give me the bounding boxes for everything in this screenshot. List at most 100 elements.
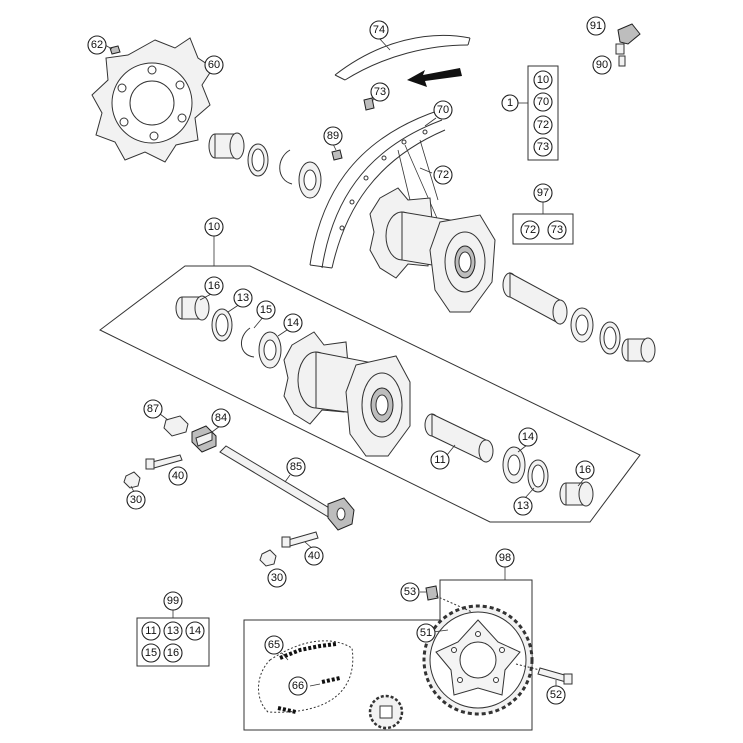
callout-16-right[interactable]: 16 bbox=[575, 460, 595, 480]
callout-14-left[interactable]: 14 bbox=[283, 313, 303, 333]
callout-53[interactable]: 53 bbox=[400, 582, 420, 602]
callout-65[interactable]: 65 bbox=[264, 635, 284, 655]
callout-62[interactable]: 62 bbox=[87, 35, 107, 55]
kit-97-item-73[interactable]: 73 bbox=[547, 220, 567, 240]
svg-text:52: 52 bbox=[550, 689, 562, 701]
callout-13-left[interactable]: 13 bbox=[233, 288, 253, 308]
kit-99-item-14[interactable]: 14 bbox=[185, 621, 205, 641]
hub-exploded bbox=[283, 331, 411, 457]
seal-top-right bbox=[599, 321, 621, 355]
callout-51[interactable]: 51 bbox=[416, 623, 436, 643]
callout-72-spokes[interactable]: 72 bbox=[433, 165, 453, 185]
callout-89[interactable]: 89 bbox=[323, 126, 343, 146]
callout-97[interactable]: 97 bbox=[533, 183, 553, 203]
hub-assembled bbox=[369, 187, 496, 313]
rim bbox=[309, 109, 446, 269]
callout-74[interactable]: 74 bbox=[369, 20, 389, 40]
callout-91[interactable]: 91 bbox=[586, 16, 606, 36]
callout-52[interactable]: 52 bbox=[546, 685, 566, 705]
svg-text:65: 65 bbox=[268, 639, 280, 651]
brake-disc bbox=[91, 37, 214, 163]
sprocket-nut-53 bbox=[425, 585, 473, 613]
kit-99-item-11[interactable]: 11 bbox=[141, 621, 161, 641]
callout-84[interactable]: 84 bbox=[211, 408, 231, 428]
callout-15[interactable]: 15 bbox=[256, 300, 276, 320]
kit-1-item-72[interactable]: 72 bbox=[533, 115, 553, 135]
callout-87[interactable]: 87 bbox=[143, 399, 163, 419]
sprocket-bolt-52 bbox=[515, 663, 573, 685]
svg-text:84: 84 bbox=[215, 412, 227, 424]
kit-99-item-15[interactable]: 15 bbox=[141, 643, 161, 663]
spokes bbox=[397, 139, 441, 226]
svg-text:60: 60 bbox=[208, 59, 220, 71]
circlip bbox=[279, 149, 293, 185]
callout-30-bottom[interactable]: 30 bbox=[267, 568, 287, 588]
hub-kit-frame bbox=[99, 265, 641, 523]
callout-60[interactable]: 60 bbox=[204, 55, 224, 75]
tire-segment bbox=[334, 34, 471, 81]
callout-11[interactable]: 11 bbox=[430, 450, 450, 470]
seal-ring bbox=[247, 143, 269, 177]
callout-16-left[interactable]: 16 bbox=[204, 276, 224, 296]
bushing-16-right bbox=[559, 481, 594, 507]
svg-text:1: 1 bbox=[507, 97, 513, 109]
svg-text:73: 73 bbox=[537, 141, 549, 153]
svg-text:11: 11 bbox=[434, 454, 445, 466]
bearing-top-right bbox=[570, 307, 594, 343]
adjuster-screw-40b bbox=[281, 531, 319, 548]
callout-70[interactable]: 70 bbox=[433, 100, 453, 120]
callout-10[interactable]: 10 bbox=[204, 217, 224, 237]
kit-99-item-13[interactable]: 13 bbox=[163, 621, 183, 641]
svg-text:90: 90 bbox=[596, 59, 608, 71]
callout-1[interactable]: 1 bbox=[501, 94, 519, 112]
rotation-arrow-icon bbox=[407, 68, 462, 87]
callout-40-bottom[interactable]: 40 bbox=[304, 546, 324, 566]
svg-text:16: 16 bbox=[579, 464, 591, 476]
callout-30-top[interactable]: 30 bbox=[126, 490, 146, 510]
callout-40-top[interactable]: 40 bbox=[168, 466, 188, 486]
wheel-bearing bbox=[298, 161, 322, 199]
callout-66[interactable]: 66 bbox=[288, 676, 308, 696]
callout-98[interactable]: 98 bbox=[495, 548, 515, 568]
axle-85 bbox=[219, 445, 355, 531]
svg-text:51: 51 bbox=[420, 627, 432, 639]
svg-text:13: 13 bbox=[167, 625, 179, 637]
callout-99[interactable]: 99 bbox=[163, 591, 183, 611]
svg-text:13: 13 bbox=[517, 500, 529, 512]
svg-text:40: 40 bbox=[172, 470, 184, 482]
spacer-bushing bbox=[208, 132, 245, 160]
svg-text:72: 72 bbox=[437, 169, 449, 181]
svg-text:87: 87 bbox=[147, 403, 159, 415]
bearing-14-left bbox=[258, 331, 282, 369]
kit-97-item-72[interactable]: 72 bbox=[520, 220, 540, 240]
svg-text:62: 62 bbox=[91, 39, 103, 51]
spacer-tube-11 bbox=[424, 413, 494, 463]
chain-adjuster-84 bbox=[191, 425, 217, 453]
svg-text:14: 14 bbox=[189, 625, 201, 637]
svg-text:15: 15 bbox=[145, 647, 157, 659]
bushing-top-right bbox=[621, 337, 656, 363]
adjuster-screw-40a bbox=[145, 454, 183, 470]
kit-1-item-70[interactable]: 70 bbox=[533, 92, 553, 112]
svg-text:30: 30 bbox=[271, 572, 283, 584]
callout-85[interactable]: 85 bbox=[286, 457, 306, 477]
kit-99-item-16[interactable]: 16 bbox=[163, 643, 183, 663]
callout-13-right[interactable]: 13 bbox=[513, 496, 533, 516]
svg-text:73: 73 bbox=[551, 224, 563, 236]
circlip-15 bbox=[241, 327, 255, 358]
seal-13-left bbox=[211, 308, 233, 342]
callout-14-right[interactable]: 14 bbox=[518, 427, 538, 447]
nut-30b bbox=[259, 549, 277, 567]
svg-text:53: 53 bbox=[404, 586, 416, 598]
callout-90[interactable]: 90 bbox=[592, 55, 612, 75]
kit-1-item-10[interactable]: 10 bbox=[533, 70, 553, 90]
callout-73-top[interactable]: 73 bbox=[370, 82, 390, 102]
svg-text:99: 99 bbox=[167, 595, 179, 607]
svg-text:40: 40 bbox=[308, 550, 320, 562]
svg-text:11: 11 bbox=[145, 625, 156, 637]
svg-text:14: 14 bbox=[287, 317, 299, 329]
svg-text:14: 14 bbox=[522, 431, 534, 443]
kit-1-item-73[interactable]: 73 bbox=[533, 137, 553, 157]
svg-text:74: 74 bbox=[373, 24, 385, 36]
